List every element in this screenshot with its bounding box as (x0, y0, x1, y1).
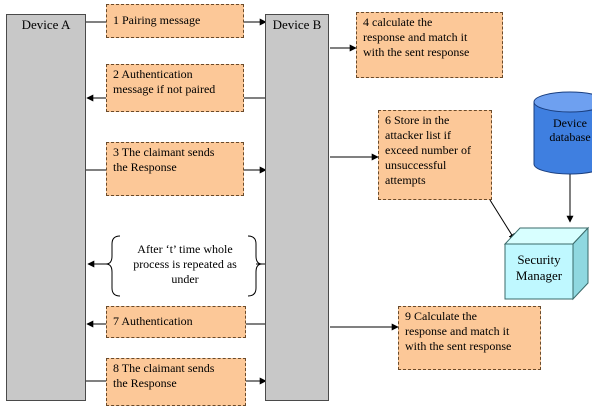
device-b-bar: Device B (265, 14, 329, 401)
brace-right (247, 235, 263, 297)
step-4-calculate-response: 4 calculate the response and match it wi… (356, 12, 503, 78)
arrow-6-to-manager (489, 199, 516, 241)
device-database-label: Device database (549, 116, 591, 144)
step-2-authentication-message: 2 Authentication message if not paired (106, 64, 244, 112)
device-a-bar: Device A (6, 14, 86, 401)
step-9-calculate-response: 9 Calculate the response and match it wi… (398, 306, 541, 370)
step-5-repeat-note: After ‘t’ time whole process is repeated… (133, 242, 237, 286)
step-7-authentication: 7 Authentication (106, 306, 246, 338)
step-1-pairing-message: 1 Pairing message (106, 4, 244, 38)
device-a-label: Device A (21, 17, 71, 32)
security-manager-box (503, 226, 590, 301)
security-manager-label: Security Manager (515, 252, 563, 283)
step-8-claimant-response: 8 The claimant sends the Response (106, 358, 246, 406)
database-cylinder (533, 91, 592, 175)
step-6-store-attacker: 6 Store in the attacker list if exceed n… (378, 110, 492, 200)
step-3-claimant-response: 3 The claimant sends the Response (106, 142, 244, 196)
device-b-label: Device B (272, 17, 322, 32)
brace-left (105, 235, 121, 297)
